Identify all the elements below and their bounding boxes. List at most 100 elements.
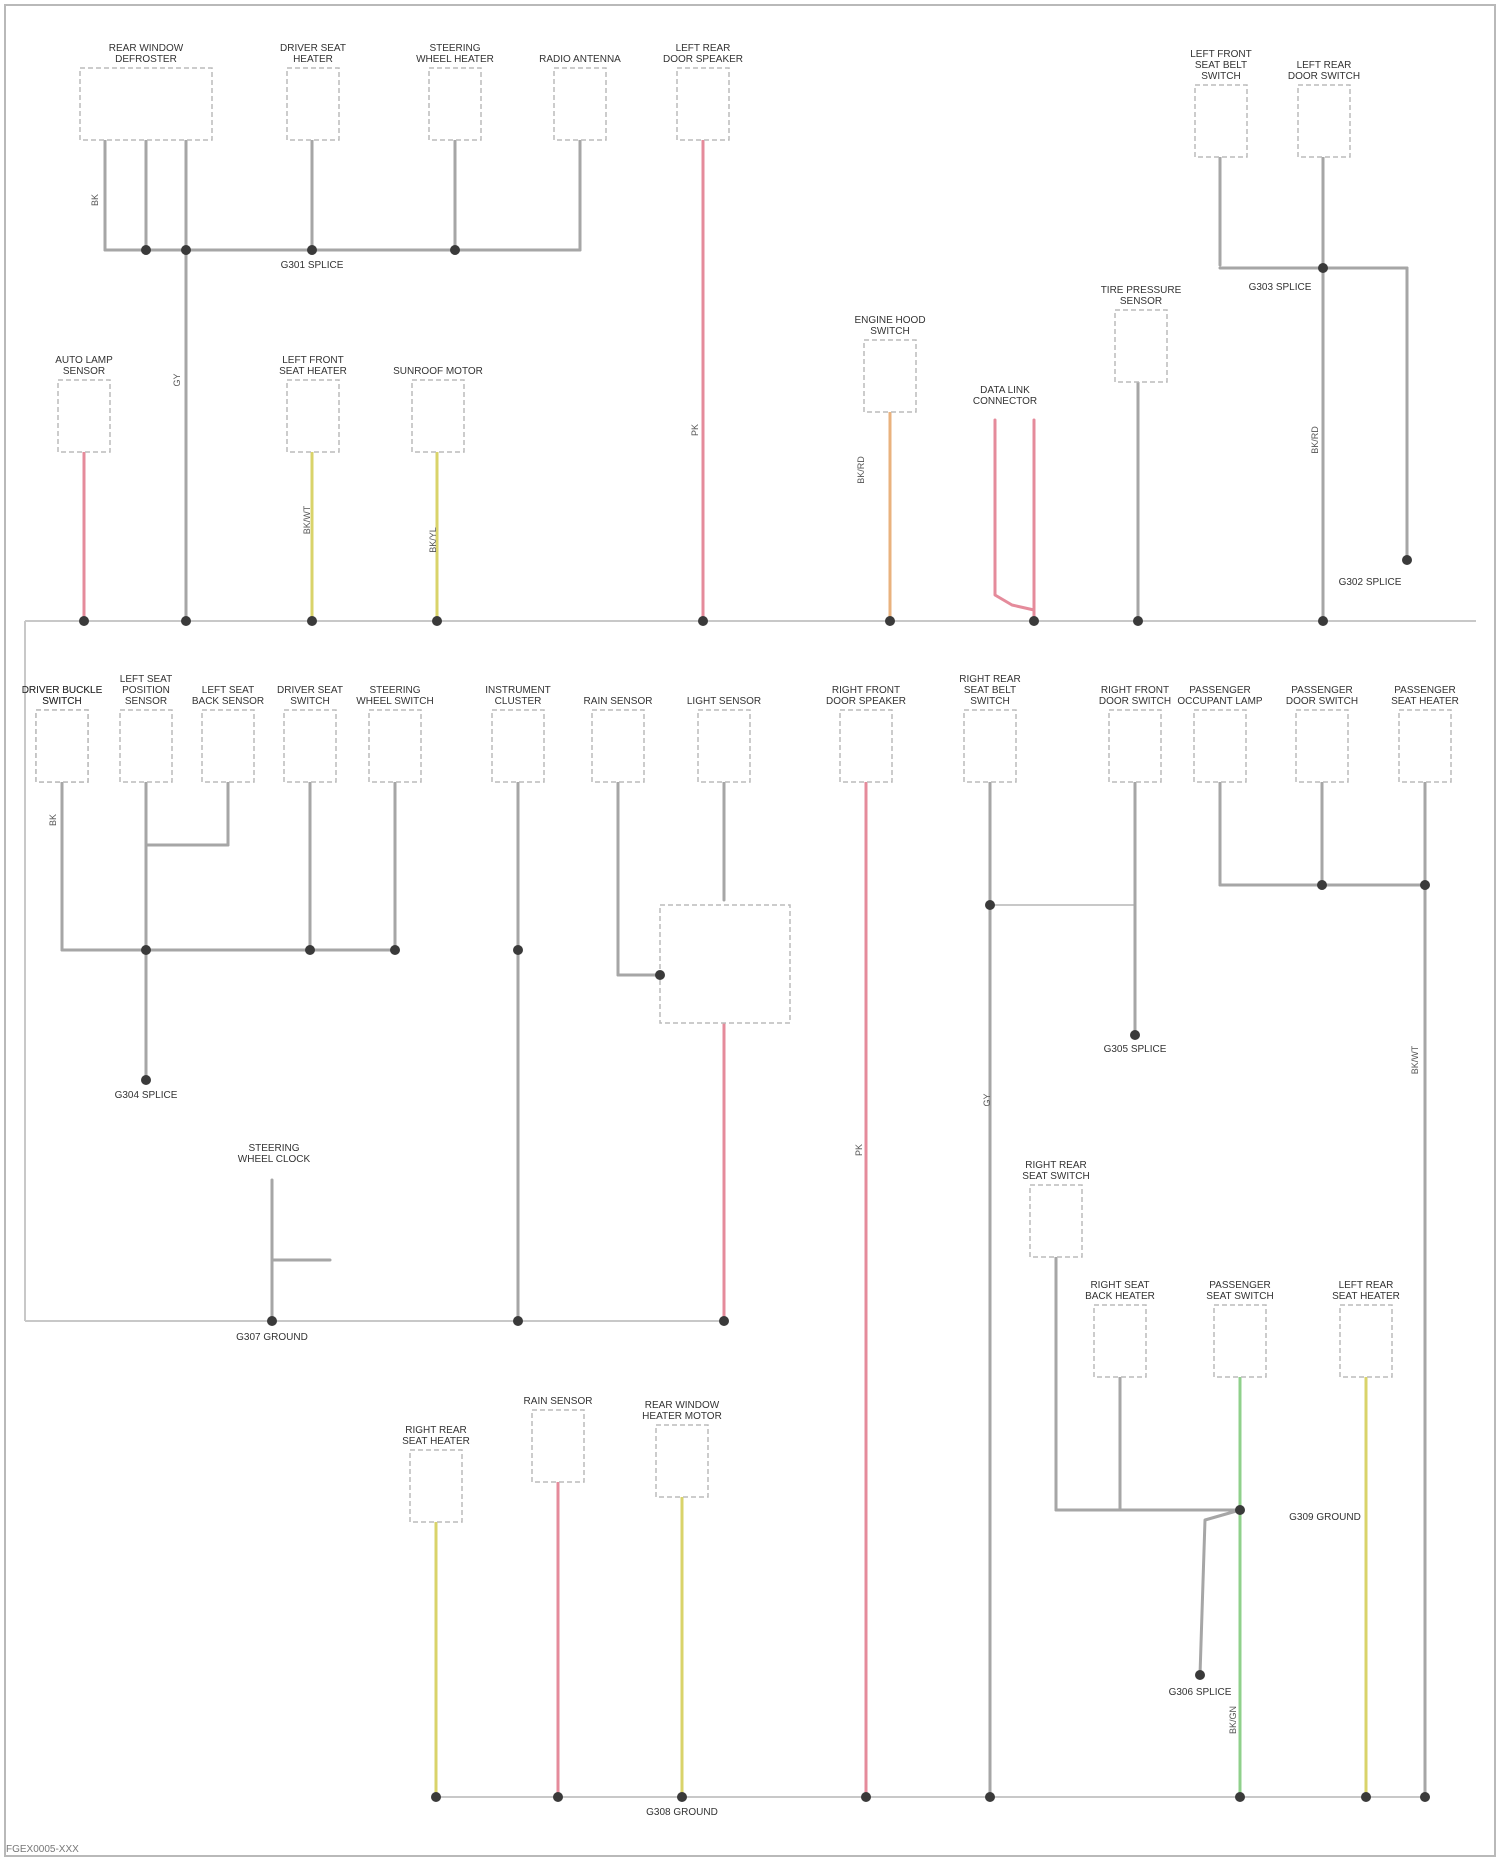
component-box [429,68,481,140]
component-label: DOOR SWITCH [1288,71,1360,82]
component-label: PASSENGER [1189,685,1251,696]
component-label: AUTO LAMP [55,355,113,366]
wire-code-label: BK/WT [1410,1045,1420,1074]
component-label: SENSOR [63,366,105,377]
component-label: SEAT BELT [964,685,1016,696]
component-box [698,710,750,782]
wire-code-label: BK/YL [428,527,438,553]
splice-upper-bus [432,616,442,626]
splice-upper-bus [1318,616,1328,626]
ground-node-label: G302 SPLICE [1339,577,1402,588]
component-box [554,68,606,140]
splice-lower-bus [1235,1792,1245,1802]
component-box [36,710,88,782]
splice-top-link [450,245,460,255]
splice-rr-link [985,900,995,910]
component-box [1195,85,1247,157]
splice-upper-bus [1029,616,1039,626]
component-box [287,68,339,140]
ground-node-label: G305 SPLICE [1104,1044,1167,1055]
component-box [532,1410,584,1482]
component-label: RIGHT FRONT [832,685,900,696]
component-label: SWITCH [1201,71,1240,82]
component-label: DEFROSTER [115,54,177,65]
ground-node-label: G303 SPLICE [1249,282,1312,293]
component-23: RIGHT FRONTDOOR SWITCH [1099,685,1171,782]
component-label: INSTRUMENT [485,685,551,696]
component-31: RIGHT REARSEAT HEATER [402,1425,470,1522]
ground-node-label: G307 GROUND [236,1332,308,1343]
component-box [284,710,336,782]
wire-code-label: BK/GN [1228,1706,1238,1734]
component-label: ENGINE HOOD [854,315,925,326]
splice-upper-bus [1133,616,1143,626]
component-box [864,340,916,412]
splice-lower-bus [985,1792,995,1802]
splice-upper-bus [181,616,191,626]
component-label: BACK SENSOR [192,696,264,707]
splice-module [655,970,665,980]
component-label: RIGHT REAR [405,1425,467,1436]
component-box [80,68,212,140]
splice-mid [513,945,523,955]
component-label: RAIN SENSOR [524,1396,593,1407]
component-label: SEAT BELT [1195,60,1247,71]
splice-mid [141,945,151,955]
ground-node-label: G304 SPLICE [115,1090,178,1101]
component-1: DRIVER SEATHEATER [280,43,346,140]
component-label: DATA LINK [980,385,1030,396]
wire-code-label: GY [982,1093,992,1106]
component-label: LEFT FRONT [282,355,343,366]
wire-code-label: BK/RD [856,456,866,484]
splice-lower-bus [677,1792,687,1802]
components: REAR WINDOWDEFROSTERDRIVER SEATHEATERSTE… [22,43,1459,1522]
component-box [840,710,892,782]
component-box [1296,710,1348,782]
component-label: STEERING [429,43,480,54]
splice-upper-bus [885,616,895,626]
component-label: HEATER [293,54,333,65]
component-9: SUNROOF MOTOR [393,366,483,452]
component-box [492,710,544,782]
component-label: SENSOR [125,696,167,707]
component-label: LEFT REAR [676,43,731,54]
splice-lower-link [1235,1505,1245,1515]
splice-mid [1420,880,1430,890]
splice-lower-bus [1361,1792,1371,1802]
splice-mid [390,945,400,955]
component-label: LEFT REAR [1297,60,1352,71]
component-label: PASSENGER [1291,685,1353,696]
component-label: WHEEL CLOCK [238,1154,311,1165]
component-15: LEFT SEATBACK SENSOR [192,685,264,782]
component-label: STEERING [248,1143,299,1154]
component-label: RIGHT SEAT [1090,1280,1149,1291]
component-box [677,68,729,140]
component-box [1030,1185,1082,1257]
splice-lower-bus [1420,1792,1430,1802]
component-label: SENSOR [1120,296,1162,307]
component-box [287,380,339,452]
splice-g305 [1130,1030,1140,1040]
component-label: STEERING [369,685,420,696]
component-label: SWITCH [290,696,329,707]
component-box [1214,1305,1266,1377]
component-box [1340,1305,1392,1377]
component-label: RIGHT REAR [1025,1160,1087,1171]
component-label: POSITION [122,685,170,696]
component-label: RAIN SENSOR [584,696,653,707]
component-box [1298,85,1350,157]
wire-code-label: BK/RD [1310,426,1320,454]
component-label: SEAT HEATER [402,1436,470,1447]
wire-code-label: BK [48,814,58,826]
wire-dlc-a [995,420,1034,621]
component-17: STEERINGWHEEL SWITCH [356,685,433,782]
